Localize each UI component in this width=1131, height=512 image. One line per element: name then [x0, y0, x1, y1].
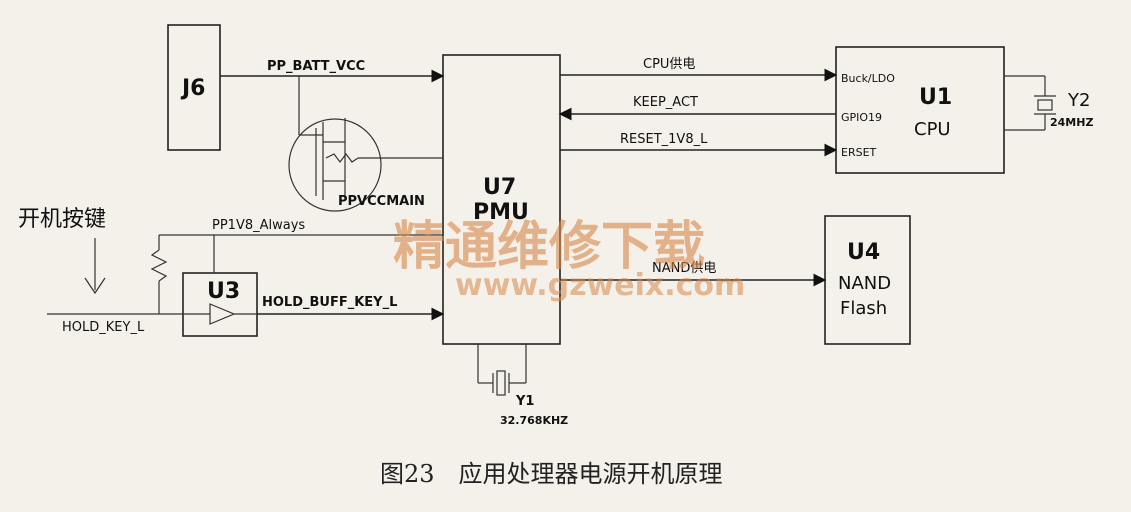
u4-desc-2: Flash	[840, 298, 887, 319]
u4-desc-1: NAND	[838, 273, 891, 294]
buffer-symbol	[209, 303, 236, 325]
figure-caption: 图23 应用处理器电源开机原理	[380, 460, 723, 488]
switch-zigzag	[325, 153, 359, 163]
u7-name: U7	[483, 175, 516, 200]
u1-name: U1	[919, 85, 952, 110]
y1-name: Y1	[515, 394, 534, 409]
power-key-label: 开机按键	[18, 207, 106, 232]
gpio19-pin: GPIO19	[841, 111, 882, 124]
buck-ldo-pin: Buck/LDO	[841, 72, 895, 85]
u1-box	[835, 46, 1005, 174]
erset-pin: ERSET	[841, 146, 877, 159]
cpu-power-label: CPU供电	[643, 57, 695, 72]
watermark-url: www.gzweix.com	[455, 268, 745, 303]
j6-box	[167, 24, 221, 151]
watermark-chinese: 精通维修下载	[393, 216, 705, 277]
pp1v8-always-label: PP1V8_Always	[212, 218, 305, 233]
nand-power-label: NAND供电	[652, 261, 716, 276]
keep-act-label: KEEP_ACT	[633, 95, 698, 110]
hold-key-label: HOLD_KEY_L	[62, 320, 145, 335]
pp-batt-vcc-label: PP_BATT_VCC	[267, 59, 365, 74]
u1-desc: CPU	[914, 119, 951, 140]
switch-circle	[288, 118, 382, 212]
u7-box	[442, 54, 561, 345]
u3-box	[182, 272, 258, 337]
u7-desc: PMU	[473, 200, 529, 225]
y2-frequency: 24MHZ	[1050, 116, 1093, 129]
u4-name: U4	[847, 240, 880, 265]
u3-name: U3	[207, 279, 240, 304]
ppvccmain-label: PPVCCMAIN	[338, 194, 425, 209]
y2-body	[1037, 99, 1053, 111]
hold-buff-key-label: HOLD_BUFF_KEY_L	[262, 295, 397, 310]
y1-body	[496, 370, 506, 396]
y1-frequency: 32.768KHZ	[500, 414, 568, 427]
y2-name: Y2	[1067, 90, 1090, 111]
pull-up-resistor	[150, 249, 168, 282]
power-key-arrow-head	[84, 277, 106, 295]
reset-label: RESET_1V8_L	[620, 132, 708, 147]
j6-label: J6	[180, 76, 206, 101]
